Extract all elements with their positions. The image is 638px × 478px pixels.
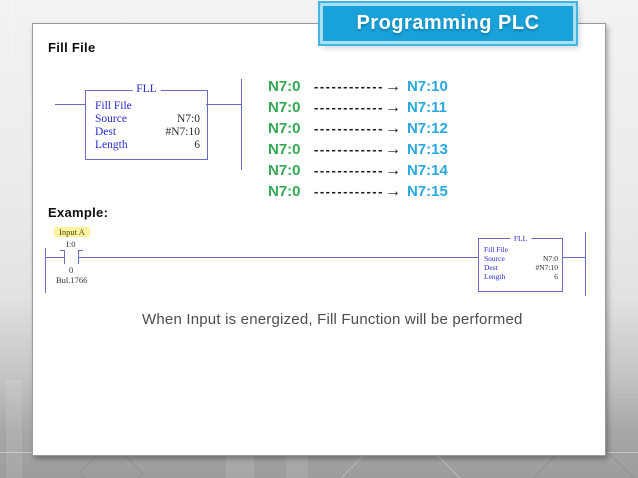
fll-param-value: #N7:10 xyxy=(535,263,559,272)
ladder-rail xyxy=(45,248,46,293)
transfer-dashes: ------------ xyxy=(314,184,384,199)
fll-instruction-body: Fill File Source N7:0 Dest #N7:10 Length… xyxy=(479,239,562,281)
contact-bar xyxy=(78,250,79,264)
fll-instruction-body: Fill File Source N7:0 Dest #N7:10 Length… xyxy=(86,91,207,152)
transfer-arrow-icon: → xyxy=(384,161,401,179)
fll-param-label: Dest xyxy=(95,126,117,138)
transfer-dashes: ------------ xyxy=(314,121,384,136)
contact-bar xyxy=(64,250,65,264)
transfer-dashes: ------------ xyxy=(314,142,384,157)
fll-instruction-box: FLL Fill File Source N7:0 Dest #N7:10 Le… xyxy=(478,234,563,292)
transfer-dashes: ------------ xyxy=(314,79,384,94)
fll-param-value: 6 xyxy=(194,139,200,151)
rung-line-segment xyxy=(45,257,64,258)
rung-line-segment xyxy=(55,104,85,105)
rung-line-segment xyxy=(79,257,478,258)
contact-bit: 0 xyxy=(69,265,74,275)
rung-line-segment xyxy=(206,104,241,105)
slide-title-box: Programming PLC xyxy=(320,3,576,44)
contact-label-highlight: Input A xyxy=(54,227,90,237)
fll-param-value: N7:0 xyxy=(177,113,200,125)
transfer-row: N7:0 ------------ → N7:15 xyxy=(268,181,448,202)
transfer-row: N7:0 ------------ → N7:11 xyxy=(268,97,448,118)
rung-line-segment xyxy=(561,257,585,258)
transfer-row: N7:0 ------------ → N7:14 xyxy=(268,160,448,181)
transfer-arrow-icon: → xyxy=(384,77,401,95)
fll-param-value: #N7:10 xyxy=(165,126,201,138)
fill-transfer-list: N7:0 ------------ → N7:10 N7:0 ---------… xyxy=(268,76,448,202)
fll-param-label: Source xyxy=(484,254,505,263)
fll-param-label: Source xyxy=(95,113,127,125)
transfer-source: N7:0 xyxy=(268,120,301,137)
fll-instruction-name: Fill File xyxy=(484,245,508,254)
transfer-arrow-icon: → xyxy=(384,182,401,200)
fll-param-label: Length xyxy=(95,139,128,151)
transfer-source: N7:0 xyxy=(268,141,301,158)
fll-instruction-mnemonic: FLL xyxy=(132,83,161,95)
background-pattern xyxy=(12,0,13,60)
transfer-destination: N7:15 xyxy=(406,183,448,200)
background-pattern xyxy=(6,380,22,478)
background-pattern xyxy=(0,14,32,15)
fll-param-value: 6 xyxy=(554,272,558,281)
transfer-arrow-icon: → xyxy=(384,140,401,158)
ladder-rail xyxy=(241,79,242,170)
fll-instruction-name: Fill File xyxy=(95,100,132,112)
fill-file-heading: Fill File xyxy=(48,40,96,55)
transfer-row: N7:0 ------------ → N7:10 xyxy=(268,76,448,97)
contact-device: Bul.1766 xyxy=(56,275,88,285)
fll-instruction-mnemonic: FLL xyxy=(509,234,532,243)
transfer-destination: N7:12 xyxy=(406,120,448,137)
transfer-destination: N7:13 xyxy=(406,141,448,158)
transfer-dashes: ------------ xyxy=(314,100,384,115)
transfer-source: N7:0 xyxy=(268,78,301,95)
example-heading: Example: xyxy=(48,205,109,220)
contact-bar-foot xyxy=(79,250,83,251)
slide-caption: When Input is energized, Fill Function w… xyxy=(142,311,523,328)
transfer-destination: N7:10 xyxy=(406,78,448,95)
transfer-destination: N7:11 xyxy=(406,99,447,116)
transfer-row: N7:0 ------------ → N7:13 xyxy=(268,139,448,160)
slide-title: Programming PLC xyxy=(356,12,540,34)
transfer-source: N7:0 xyxy=(268,183,301,200)
fll-instruction-box: FLL Fill File Source N7:0 Dest #N7:10 Le… xyxy=(85,83,208,160)
transfer-source: N7:0 xyxy=(268,99,301,116)
contact-address: I:0 xyxy=(66,239,76,249)
transfer-arrow-icon: → xyxy=(384,119,401,137)
transfer-source: N7:0 xyxy=(268,162,301,179)
transfer-arrow-icon: → xyxy=(384,98,401,116)
transfer-destination: N7:14 xyxy=(406,162,448,179)
ladder-rail xyxy=(585,232,586,296)
fll-param-value: N7:0 xyxy=(543,254,558,263)
fll-param-label: Dest xyxy=(484,263,498,272)
fll-param-label: Length xyxy=(484,272,506,281)
transfer-dashes: ------------ xyxy=(314,163,384,178)
transfer-row: N7:0 ------------ → N7:12 xyxy=(268,118,448,139)
contact-bar-foot xyxy=(60,250,64,251)
